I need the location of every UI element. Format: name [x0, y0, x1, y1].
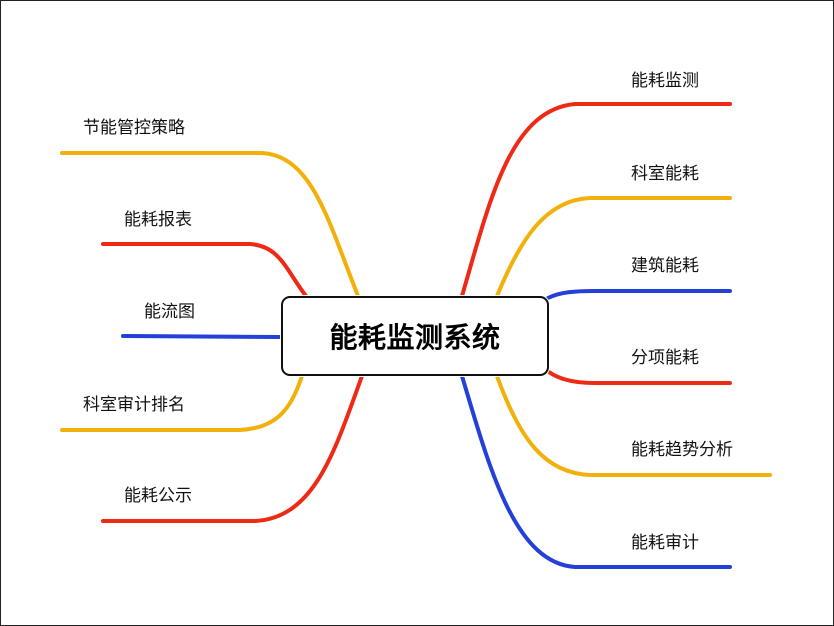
branch-label-left-1[interactable]: 能耗报表 [124, 210, 192, 230]
central-topic-node[interactable]: 能耗监测系统 [281, 296, 549, 376]
branch-line-right-4 [495, 374, 772, 477]
branch-label-right-4[interactable]: 能耗趋势分析 [631, 440, 733, 460]
branch-label-right-5[interactable]: 能耗审计 [631, 533, 699, 553]
branch-line-left-0 [60, 151, 360, 298]
branch-label-left-0[interactable]: 节能管控策略 [83, 118, 185, 138]
branch-line-right-3 [547, 370, 732, 385]
branch-line-left-4 [101, 374, 364, 523]
branch-label-left-2[interactable]: 能流图 [144, 302, 195, 322]
branch-line-right-1 [495, 196, 732, 298]
branch-line-right-0 [460, 102, 732, 298]
branch-label-right-1[interactable]: 科室能耗 [631, 164, 699, 184]
branch-label-right-3[interactable]: 分项能耗 [631, 348, 699, 368]
branch-label-right-0[interactable]: 能耗监测 [631, 71, 699, 91]
branch-label-left-3[interactable]: 科室审计排名 [83, 395, 185, 415]
branch-line-right-2 [546, 289, 732, 300]
central-topic-label: 能耗监测系统 [329, 321, 501, 354]
branch-label-right-2[interactable]: 建筑能耗 [631, 256, 699, 276]
branch-line-left-1 [101, 242, 308, 298]
branch-label-left-4[interactable]: 能耗公示 [124, 486, 192, 506]
branch-line-left-3 [60, 374, 304, 432]
branch-line-right-5 [460, 374, 732, 569]
branch-line-left-2 [121, 334, 283, 339]
